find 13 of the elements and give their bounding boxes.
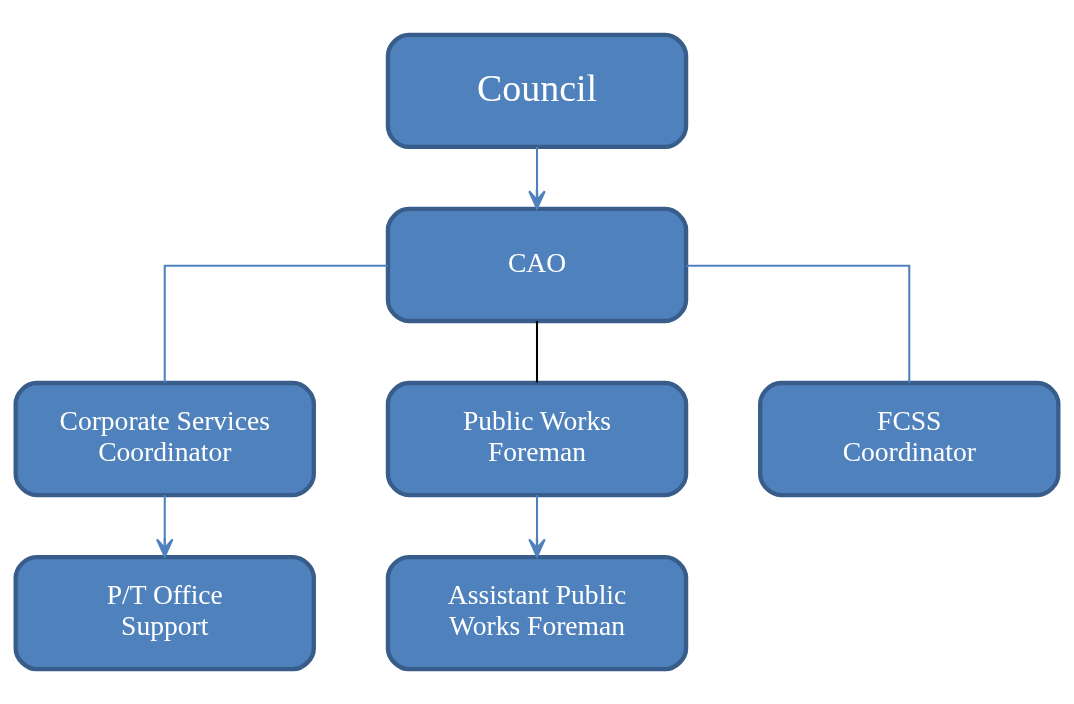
connector	[163, 264, 388, 383]
node-box: P/T Office Support	[13, 554, 316, 672]
node-box: CAO	[385, 206, 689, 324]
connector	[535, 321, 539, 383]
arrow	[528, 495, 546, 558]
node-box: Council	[385, 32, 689, 150]
arrow	[155, 495, 174, 558]
node-box: Assistant Public Works Foreman	[385, 554, 689, 672]
node-box: Public Works Foreman	[385, 380, 689, 498]
node-box: FCSS Coordinator	[758, 380, 1061, 498]
connector	[686, 264, 911, 383]
arrow	[528, 146, 546, 210]
node-box: Corporate Services Coordinator	[13, 380, 316, 498]
